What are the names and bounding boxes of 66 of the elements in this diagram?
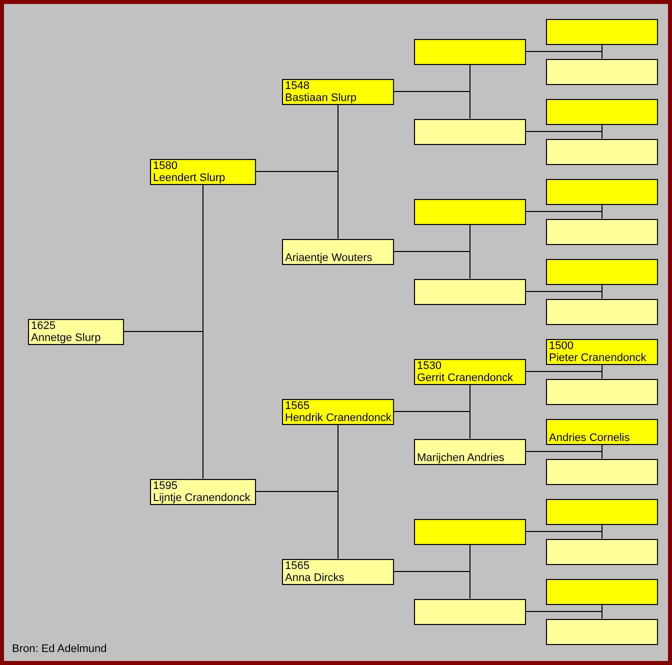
empty-person-box (414, 118, 526, 144)
connector-line (526, 451, 602, 459)
empty-person-box (546, 618, 658, 644)
connector-line (124, 331, 204, 479)
connector-line (256, 171, 338, 239)
empty-person-box (546, 138, 658, 164)
person-name: Andries Cornelis (549, 432, 631, 444)
person-name: Anna Dircks (285, 572, 346, 584)
empty-person-box (546, 98, 658, 124)
empty-person-box (414, 198, 526, 224)
connector-line (526, 611, 602, 619)
empty-person-box (414, 518, 526, 544)
source-note: Bron: Ed Adelmund (12, 642, 107, 656)
connector-line (394, 251, 470, 279)
empty-person-box (414, 278, 526, 304)
person-box (546, 338, 658, 364)
empty-person-box (546, 18, 658, 44)
connector-line (526, 51, 602, 59)
connector-line (526, 531, 602, 539)
empty-person-box (546, 578, 658, 604)
empty-person-box (546, 458, 658, 484)
person-box (150, 478, 256, 504)
connector-line (394, 571, 470, 599)
person-name: Pieter Cranendonck (549, 352, 648, 364)
birth-year: 1548 (285, 80, 310, 92)
connector-line (256, 491, 338, 559)
birth-year: 1580 (153, 160, 178, 172)
empty-person-box (414, 598, 526, 624)
birth-year: 1530 (417, 360, 442, 372)
person-box (546, 418, 658, 444)
person-box (150, 158, 256, 184)
connector-line (526, 291, 602, 299)
person-box (414, 438, 526, 464)
person-name: Annetge Slurp (31, 332, 102, 344)
person-name: Lijntje Cranendonck (153, 492, 252, 504)
empty-person-box (546, 218, 658, 244)
empty-person-box (546, 538, 658, 564)
person-name: Ariaentje Wouters (285, 252, 374, 264)
person-box (282, 558, 394, 584)
connector-line (394, 411, 470, 439)
person-box (282, 398, 394, 424)
person-box (28, 318, 124, 344)
person-name: Leendert Slurp (153, 172, 226, 184)
birth-year: 1595 (153, 480, 178, 492)
empty-person-box (546, 258, 658, 284)
birth-year: 1500 (549, 340, 574, 352)
connector-line (526, 371, 602, 379)
birth-year: 1625 (31, 320, 56, 332)
empty-person-box (546, 378, 658, 404)
empty-person-box (546, 58, 658, 84)
birth-year: 1565 (285, 560, 310, 572)
connector-line (526, 131, 602, 139)
connector-line (526, 211, 602, 219)
empty-person-box (414, 38, 526, 64)
person-box (282, 238, 394, 264)
empty-person-box (546, 178, 658, 204)
person-name: Marijchen Andries (417, 452, 506, 464)
empty-person-box (546, 298, 658, 324)
birth-year: 1565 (285, 400, 310, 412)
connector-line (394, 91, 470, 119)
person-box (414, 358, 526, 384)
empty-person-box (546, 498, 658, 524)
person-box (282, 78, 394, 104)
person-name: Bastiaan Slurp (285, 92, 358, 104)
person-name: Gerrit Cranendonck (417, 372, 514, 384)
person-name: Hendrik Cranendonck (285, 412, 391, 424)
